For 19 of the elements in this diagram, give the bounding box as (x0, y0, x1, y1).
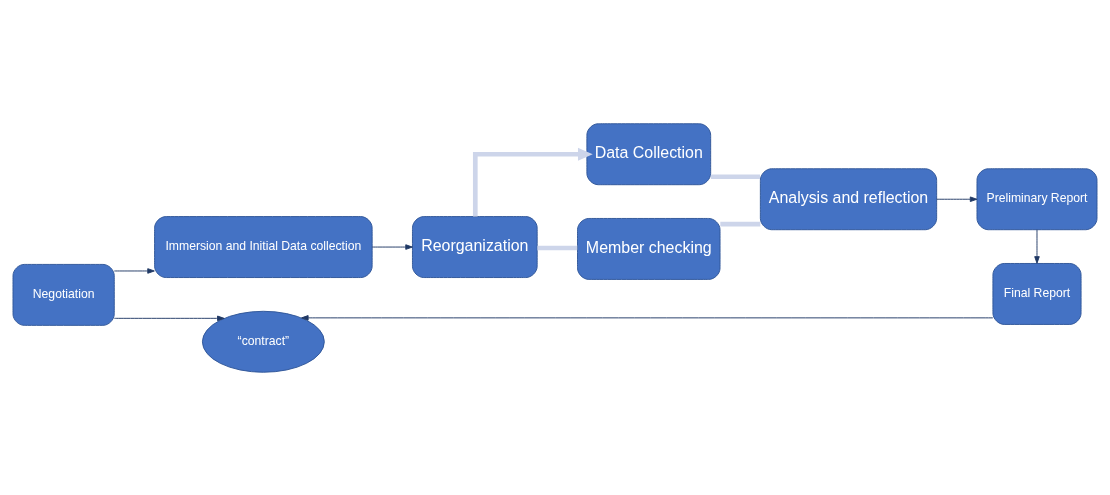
arrow (1034, 228, 1040, 264)
node-box: Immersion and Initial Data collection (154, 215, 373, 278)
node-box: Member checking (577, 217, 721, 280)
connector (537, 245, 578, 250)
node-box: Reorganization (412, 215, 538, 278)
arrow (371, 243, 413, 250)
arrow (936, 195, 978, 202)
connector (710, 173, 761, 179)
node-box: Analysis and reflection (759, 167, 938, 230)
arrow (113, 315, 225, 321)
arrow (113, 267, 155, 274)
node-box: Preliminary Report (976, 167, 1098, 230)
connector (720, 221, 761, 226)
node-box: Data Collection (586, 122, 712, 185)
node-box: Negotiation (12, 263, 115, 326)
node-box: Final Report (992, 262, 1082, 325)
arrow (301, 314, 994, 321)
node-ellipse: “contract” (201, 310, 325, 373)
arrow (472, 147, 593, 216)
